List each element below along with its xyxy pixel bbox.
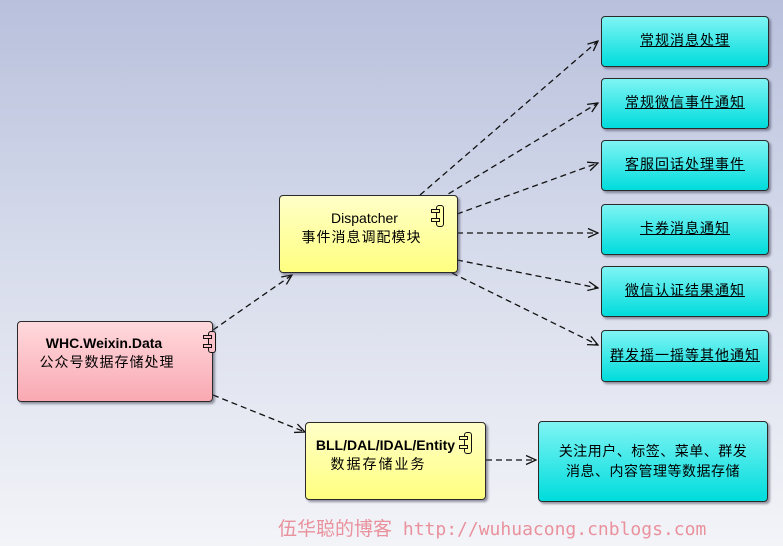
edge-dispatcher-to-target-5 <box>456 259 598 288</box>
component-weixin-data-title: WHC.Weixin.Data <box>45 335 163 351</box>
storage-box[interactable]: 关注用户、标签、菜单、群发 消息、内容管理等数据存储 <box>538 421 768 502</box>
watermark: 伍华聪的博客 http://wuhuacong.cnblogs.com <box>278 514 706 541</box>
component-dispatcher[interactable]: Dispatcher 事件消息调配模块 <box>279 195 458 273</box>
target-verification[interactable]: 微信认证结果通知 <box>601 266 769 317</box>
watermark-name: 伍华聪的博客 <box>278 518 393 540</box>
target-label: 客服回话处理事件 <box>625 157 745 173</box>
component-bll-title: BLL/DAL/IDAL/Entity <box>315 437 456 453</box>
component-weixin-data-subtitle: 公众号数据存储处理 <box>39 355 175 371</box>
edge-dispatcher-to-target-6 <box>451 272 598 345</box>
component-icon <box>459 432 472 454</box>
edge-data-to-dispatcher <box>212 275 292 331</box>
storage-line-1: 关注用户、标签、菜单、群发 <box>558 443 748 460</box>
storage-line-2: 消息、内容管理等数据存储 <box>566 463 740 480</box>
component-dispatcher-title: Dispatcher <box>331 210 398 226</box>
component-weixin-data[interactable]: WHC.Weixin.Data 公众号数据存储处理 <box>17 321 216 402</box>
target-mass-shake[interactable]: 群发摇一摇等其他通知 <box>601 330 769 382</box>
target-card-coupon[interactable]: 卡券消息通知 <box>601 204 769 255</box>
component-dispatcher-subtitle: 事件消息调配模块 <box>301 230 422 246</box>
edge-dispatcher-to-target-2 <box>439 103 598 200</box>
edge-data-to-bll <box>212 394 305 432</box>
edge-dispatcher-to-target-3 <box>456 163 598 215</box>
target-label: 微信认证结果通知 <box>625 283 745 299</box>
target-label: 卡券消息通知 <box>640 221 730 237</box>
component-bll[interactable]: BLL/DAL/IDAL/Entity 数据存储业务 <box>305 422 486 500</box>
target-label: 常规微信事件通知 <box>625 95 745 111</box>
target-label: 常规消息处理 <box>640 33 730 49</box>
target-regular-event[interactable]: 常规微信事件通知 <box>601 78 769 129</box>
watermark-url[interactable]: http://wuhuacong.cnblogs.com <box>402 519 707 540</box>
component-icon <box>203 331 216 353</box>
edge-dispatcher-to-target-1 <box>419 41 598 196</box>
target-customer-service[interactable]: 客服回话处理事件 <box>601 140 769 191</box>
component-icon <box>431 205 444 227</box>
target-regular-message[interactable]: 常规消息处理 <box>601 16 769 67</box>
component-bll-subtitle: 数据存储业务 <box>330 457 427 473</box>
target-label: 群发摇一摇等其他通知 <box>610 347 760 364</box>
